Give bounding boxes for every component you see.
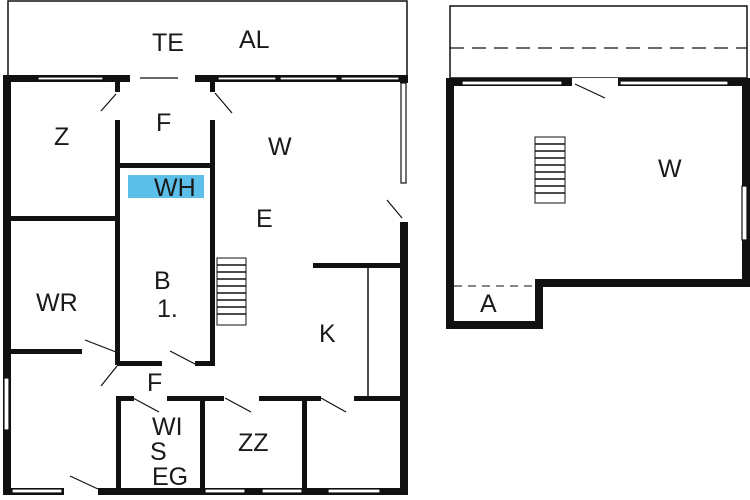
label-te: TE	[152, 29, 184, 57]
terrace-outline	[7, 0, 408, 77]
label-k: K	[319, 320, 336, 348]
label-wi: WI	[152, 413, 183, 441]
stairs-icon	[216, 257, 247, 326]
label-zz: ZZ	[238, 429, 269, 457]
label-b-number: 1.	[157, 295, 178, 323]
label-w: W	[268, 133, 292, 161]
label-eg: EG	[152, 463, 188, 491]
label-z: Z	[54, 123, 69, 151]
label-f-top: F	[156, 109, 171, 137]
label-upper-w: W	[658, 155, 682, 183]
label-f-bottom: F	[147, 369, 162, 397]
label-wr: WR	[36, 289, 78, 317]
upper-floor	[446, 5, 750, 329]
ground-floor-interior-walls	[8, 75, 405, 491]
label-e: E	[256, 205, 273, 233]
label-s: S	[150, 438, 167, 466]
label-al: AL	[239, 26, 270, 54]
label-upper-a: A	[480, 290, 497, 318]
label-b: B	[154, 267, 171, 295]
label-wh: WH	[154, 174, 196, 202]
wh-highlight	[128, 175, 204, 198]
upper-stairs-icon	[534, 136, 566, 204]
ground-floor-walls	[3, 75, 408, 495]
